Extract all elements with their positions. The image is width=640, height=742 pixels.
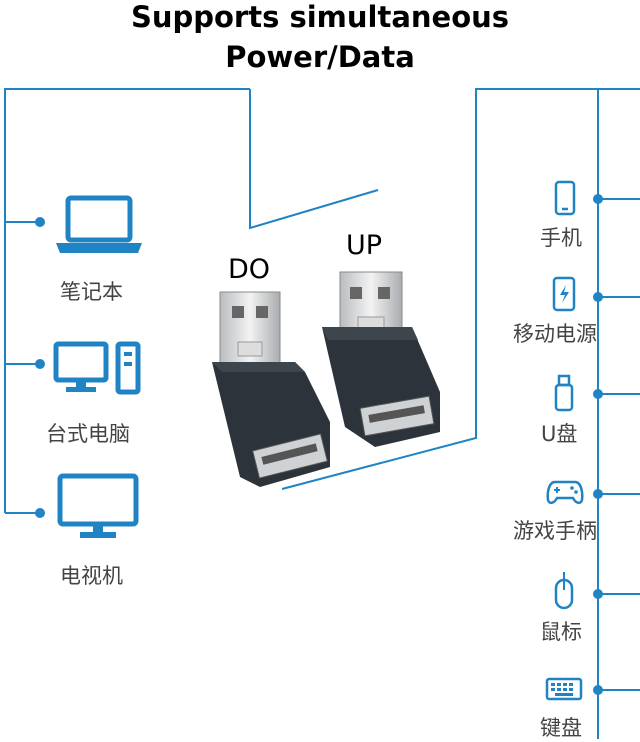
- laptop-icon: [56, 195, 142, 253]
- tv-monitor-icon: [57, 473, 139, 538]
- adapter-down-label: DO: [228, 254, 271, 285]
- power-bank-icon: [552, 276, 576, 312]
- power-bank-label: 移动电源: [513, 322, 597, 346]
- tv-label: 电视机: [60, 564, 123, 588]
- usb-adapters-photo: [212, 271, 440, 487]
- phone-icon: [554, 180, 576, 216]
- keyboard-icon: [545, 677, 583, 701]
- desktop-computer-icon: [53, 341, 141, 395]
- mouse-icon: [554, 572, 574, 610]
- gamepad-icon: [546, 480, 584, 504]
- keyboard-label: 键盘: [540, 716, 582, 740]
- title-line-2: Power/Data: [225, 40, 415, 74]
- mouse-label: 鼠标: [540, 620, 582, 644]
- usb-drive-label: U盘: [541, 422, 578, 446]
- phone-label: 手机: [540, 226, 582, 250]
- usb-drive-icon: [554, 374, 574, 412]
- desktop-label: 台式电脑: [46, 422, 130, 446]
- gamepad-label: 游戏手柄: [513, 519, 597, 543]
- laptop-label: 笔记本: [60, 280, 123, 304]
- title-line-1: Supports simultaneous: [130, 0, 510, 34]
- adapter-up-label: UP: [346, 230, 383, 261]
